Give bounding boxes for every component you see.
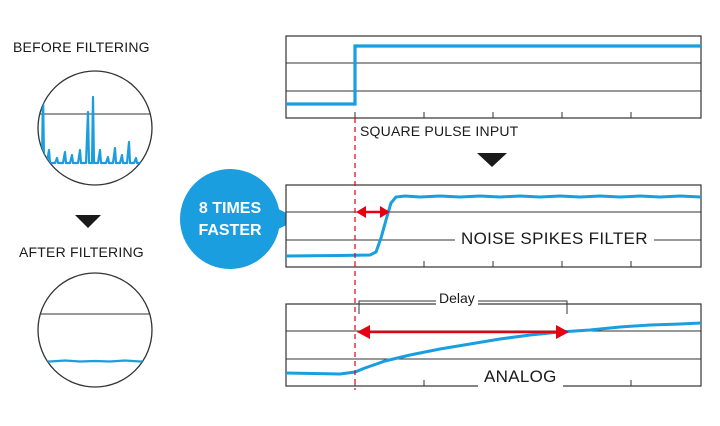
badge-line-1: 8 TIMES xyxy=(198,200,262,217)
noise-filter-trace xyxy=(285,194,702,258)
delay-arrow xyxy=(357,325,569,339)
speed-badge: 8 TIMES FASTER xyxy=(176,172,284,268)
delay-label: Delay xyxy=(436,290,478,306)
square-pulse-trace xyxy=(286,44,701,106)
down-arrow-icon xyxy=(477,153,507,167)
square-pulse-graph xyxy=(285,35,702,119)
speed-badge-shape xyxy=(180,169,299,269)
down-arrow-icon xyxy=(75,215,101,228)
noisy-signal-trace xyxy=(38,88,145,165)
noise-filter-graph xyxy=(285,184,702,268)
analog-trace xyxy=(285,321,702,376)
after-filtering-label: AFTER FILTERING xyxy=(19,244,144,260)
square-pulse-label: SQUARE PULSE INPUT xyxy=(360,123,519,139)
filtered-signal-trace xyxy=(38,359,152,363)
noise-filter-label: NOISE SPIKES FILTER xyxy=(455,229,654,249)
after-filtering-scope xyxy=(37,272,153,388)
analog-label: ANALOG xyxy=(478,367,563,387)
response-time-arrow xyxy=(356,206,390,218)
before-filtering-label: BEFORE FILTERING xyxy=(13,39,150,55)
badge-line-2: FASTER xyxy=(198,222,262,239)
before-filtering-scope xyxy=(37,70,153,186)
